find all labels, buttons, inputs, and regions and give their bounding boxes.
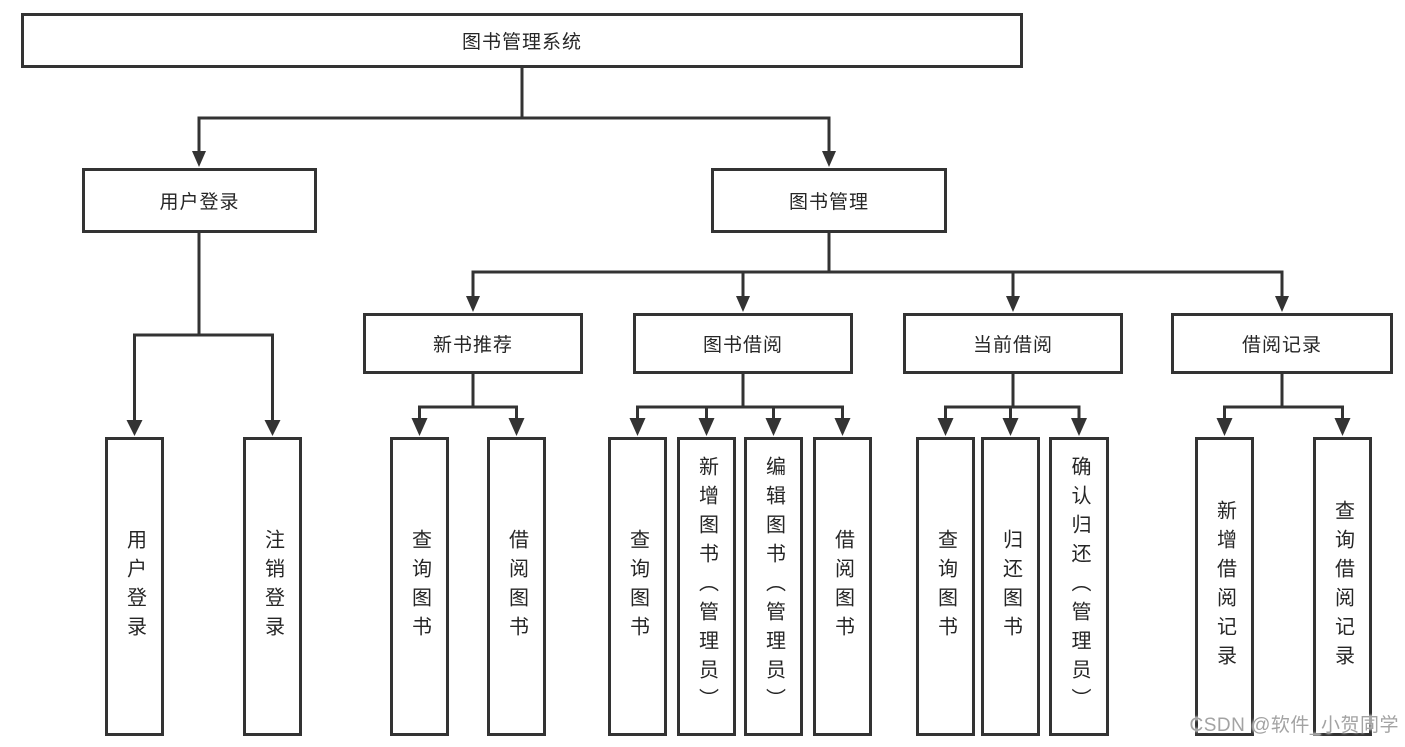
csdn-watermark: CSDN @软件_小贺同学 [1189,715,1399,736]
node-user-login: 用户登录 [82,168,317,233]
node-label: 用户登录 [159,192,240,213]
node-label: 查询借阅记录 [1331,499,1354,674]
node-new-book-recommendation: 新书推荐 [363,313,583,374]
connector-bookmgmt-to-level3 [471,231,1284,298]
leaf-user-login: 用户登录 [105,437,164,736]
leaf-add-borrow-record: 新增借阅记录 [1195,437,1254,736]
node-label: 图书管理 [788,192,869,213]
connector-level3-stubs [471,372,1284,409]
node-label: 图书借阅 [702,335,783,356]
node-label: 确认归还（管理员） [1068,456,1090,717]
node-label: 新增借阅记录 [1213,499,1236,674]
node-label: 用户登录 [123,528,146,645]
node-borrowing-records: 借阅记录 [1171,313,1393,374]
node-label: 当前借阅 [972,335,1053,356]
node-book-borrowing: 图书借阅 [633,313,853,374]
node-current-borrowing: 当前借阅 [903,313,1123,374]
leaf-query-books-1: 查询图书 [390,437,449,736]
node-library-system: 图书管理系统 [21,13,1023,68]
leaf-borrow-books-2: 借阅图书 [813,437,872,736]
node-label: 图书管理系统 [461,32,582,53]
arrowheads [126,151,1351,436]
leaf-add-book-admin: 新增图书（管理员） [677,437,736,736]
leaf-return-book: 归还图书 [981,437,1040,736]
connector-newbook-group [418,405,518,420]
node-label: 查询图书 [934,528,957,645]
node-label: 借阅图书 [831,528,854,645]
leaf-borrow-books-1: 借阅图书 [487,437,546,736]
node-label: 新增图书（管理员） [695,456,718,717]
leaf-edit-book-admin: 编辑图书（管理员） [744,437,803,736]
node-label: 借阅记录 [1241,335,1322,356]
connector-userlogin-to-leaves [133,231,274,422]
node-label: 编辑图书（管理员） [762,456,785,717]
leaf-query-books-2: 查询图书 [608,437,667,736]
connector-current-group [944,405,1081,420]
connector-borrowing-group [636,405,844,420]
leaf-query-borrow-record: 查询借阅记录 [1313,437,1372,736]
node-label: 查询图书 [408,528,431,645]
node-label: 查询图书 [626,528,649,645]
node-book-management: 图书管理 [711,168,947,233]
leaf-query-books-3: 查询图书 [916,437,975,736]
node-label: 注销登录 [261,528,284,645]
node-label: 借阅图书 [505,528,528,645]
connector-root-to-level2 [197,66,831,153]
leaf-confirm-return-admin: 确认归还（管理员） [1049,437,1109,736]
leaf-logout: 注销登录 [243,437,302,736]
node-label: 新书推荐 [432,335,513,356]
connector-records-group [1223,405,1344,420]
node-label: 归还图书 [999,528,1022,645]
